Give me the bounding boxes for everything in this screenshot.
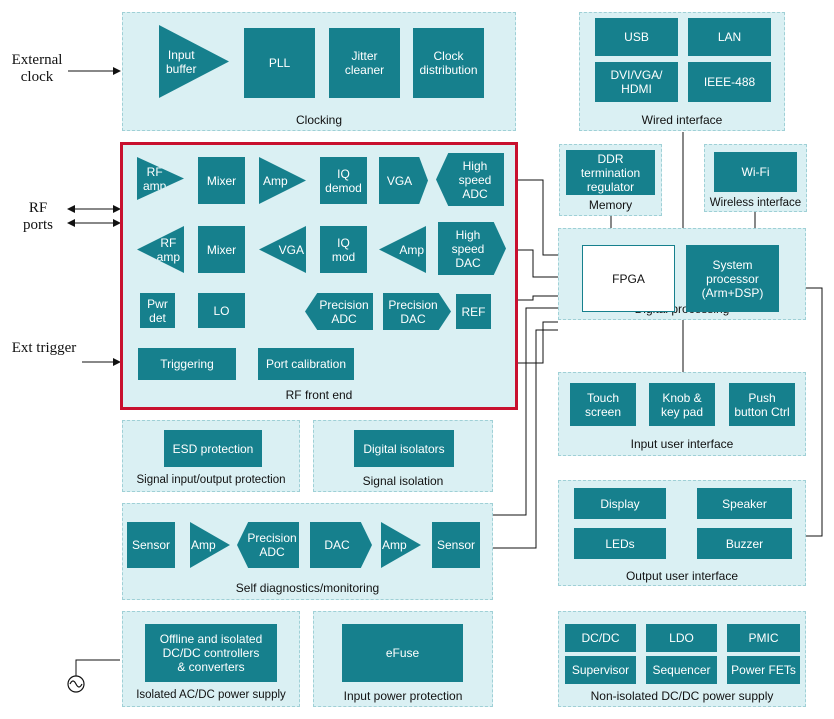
system-processor-block: System processor (Arm+DSP) — [686, 245, 779, 312]
touch-screen-block: Touch screen — [570, 383, 636, 426]
display-block: Display — [574, 488, 666, 519]
precision-adc-sd-block: Precision ADC — [237, 522, 299, 568]
high-speed-dac-block: High speed DAC — [438, 222, 506, 275]
wired-interface-title: Wired interface — [641, 113, 723, 127]
external-clock-label: External clock — [11, 52, 63, 85]
ldo-block: LDO — [646, 624, 717, 652]
input-user-interface-title: Input user interface — [630, 437, 734, 451]
push-button-ctrl-block: Push button Ctrl — [729, 383, 795, 426]
ref-block: REF — [456, 294, 491, 329]
esd-protection-block: ESD protection — [164, 430, 262, 467]
pwr-det-block: Pwr det — [140, 293, 175, 328]
lo-block: LO — [198, 293, 245, 328]
fpga-block: FPGA — [582, 245, 675, 312]
self-diagnostics-title: Self diagnostics/monitoring — [235, 581, 380, 595]
iq-mod-block: IQ mod — [320, 226, 367, 273]
ddr-termination-block: DDR termination regulator — [566, 150, 655, 195]
dcdc-block: DC/DC — [565, 624, 636, 652]
precision-dac-block: Precision DAC — [383, 293, 451, 330]
knob-keypad-block: Knob & key pad — [649, 383, 715, 426]
clocking-title: Clocking — [295, 113, 343, 127]
offline-dcdc-block: Offline and isolated DC/DC controllers &… — [145, 624, 277, 682]
signal-io-protection-title: Signal input/output protection — [136, 474, 286, 486]
output-user-interface-title: Output user interface — [625, 569, 739, 583]
pmic-block: PMIC — [727, 624, 800, 652]
ac-source-icon — [67, 675, 85, 693]
isolated-acdc-title: Isolated AC/DC power supply — [136, 689, 286, 701]
dac-sd-block: DAC — [310, 522, 372, 568]
rf-ports-label: RF ports — [23, 200, 53, 233]
supervisor-block: Supervisor — [565, 656, 636, 684]
rf-front-end-highlight — [120, 142, 518, 410]
efuse-block: eFuse — [342, 624, 463, 682]
clock-distribution-block: Clock distribution — [413, 28, 484, 98]
ext-trigger-label: Ext trigger — [11, 340, 77, 356]
sequencer-block: Sequencer — [646, 656, 717, 684]
memory-title: Memory — [588, 198, 633, 212]
leds-block: LEDs — [574, 528, 666, 559]
sensor-2-block: Sensor — [432, 522, 480, 568]
wireless-interface-title: Wireless interface — [709, 197, 802, 209]
nonisolated-dcdc-title: Non-isolated DC/DC power supply — [590, 689, 774, 703]
mixer-2-block: Mixer — [198, 226, 245, 273]
signal-isolation-title: Signal isolation — [362, 474, 444, 488]
wifi-block: Wi-Fi — [714, 152, 797, 192]
usb-block: USB — [595, 18, 678, 56]
lan-block: LAN — [688, 18, 771, 56]
high-speed-adc-block: High speed ADC — [436, 153, 504, 206]
vga-1-block: VGA — [379, 157, 428, 204]
ieee488-block: IEEE-488 — [688, 62, 771, 102]
port-calibration-block: Port calibration — [258, 348, 354, 380]
iq-demod-block: IQ demod — [320, 157, 367, 204]
pll-block: PLL — [244, 28, 315, 98]
sensor-1-block: Sensor — [127, 522, 175, 568]
speaker-block: Speaker — [697, 488, 792, 519]
rf-front-end-title: RF front end — [285, 388, 353, 402]
precision-adc-block: Precision ADC — [305, 293, 373, 330]
dvi-vga-hdmi-block: DVI/VGA/ HDMI — [595, 62, 678, 102]
input-power-protection-title: Input power protection — [343, 689, 463, 703]
jitter-cleaner-block: Jitter cleaner — [329, 28, 400, 98]
buzzer-block: Buzzer — [697, 528, 792, 559]
digital-isolators-block: Digital isolators — [354, 430, 454, 467]
triggering-block: Triggering — [138, 348, 236, 380]
mixer-1-block: Mixer — [198, 157, 245, 204]
self-diagnostics-panel: Self diagnostics/monitoring — [122, 503, 493, 600]
power-fets-block: Power FETs — [727, 656, 800, 684]
